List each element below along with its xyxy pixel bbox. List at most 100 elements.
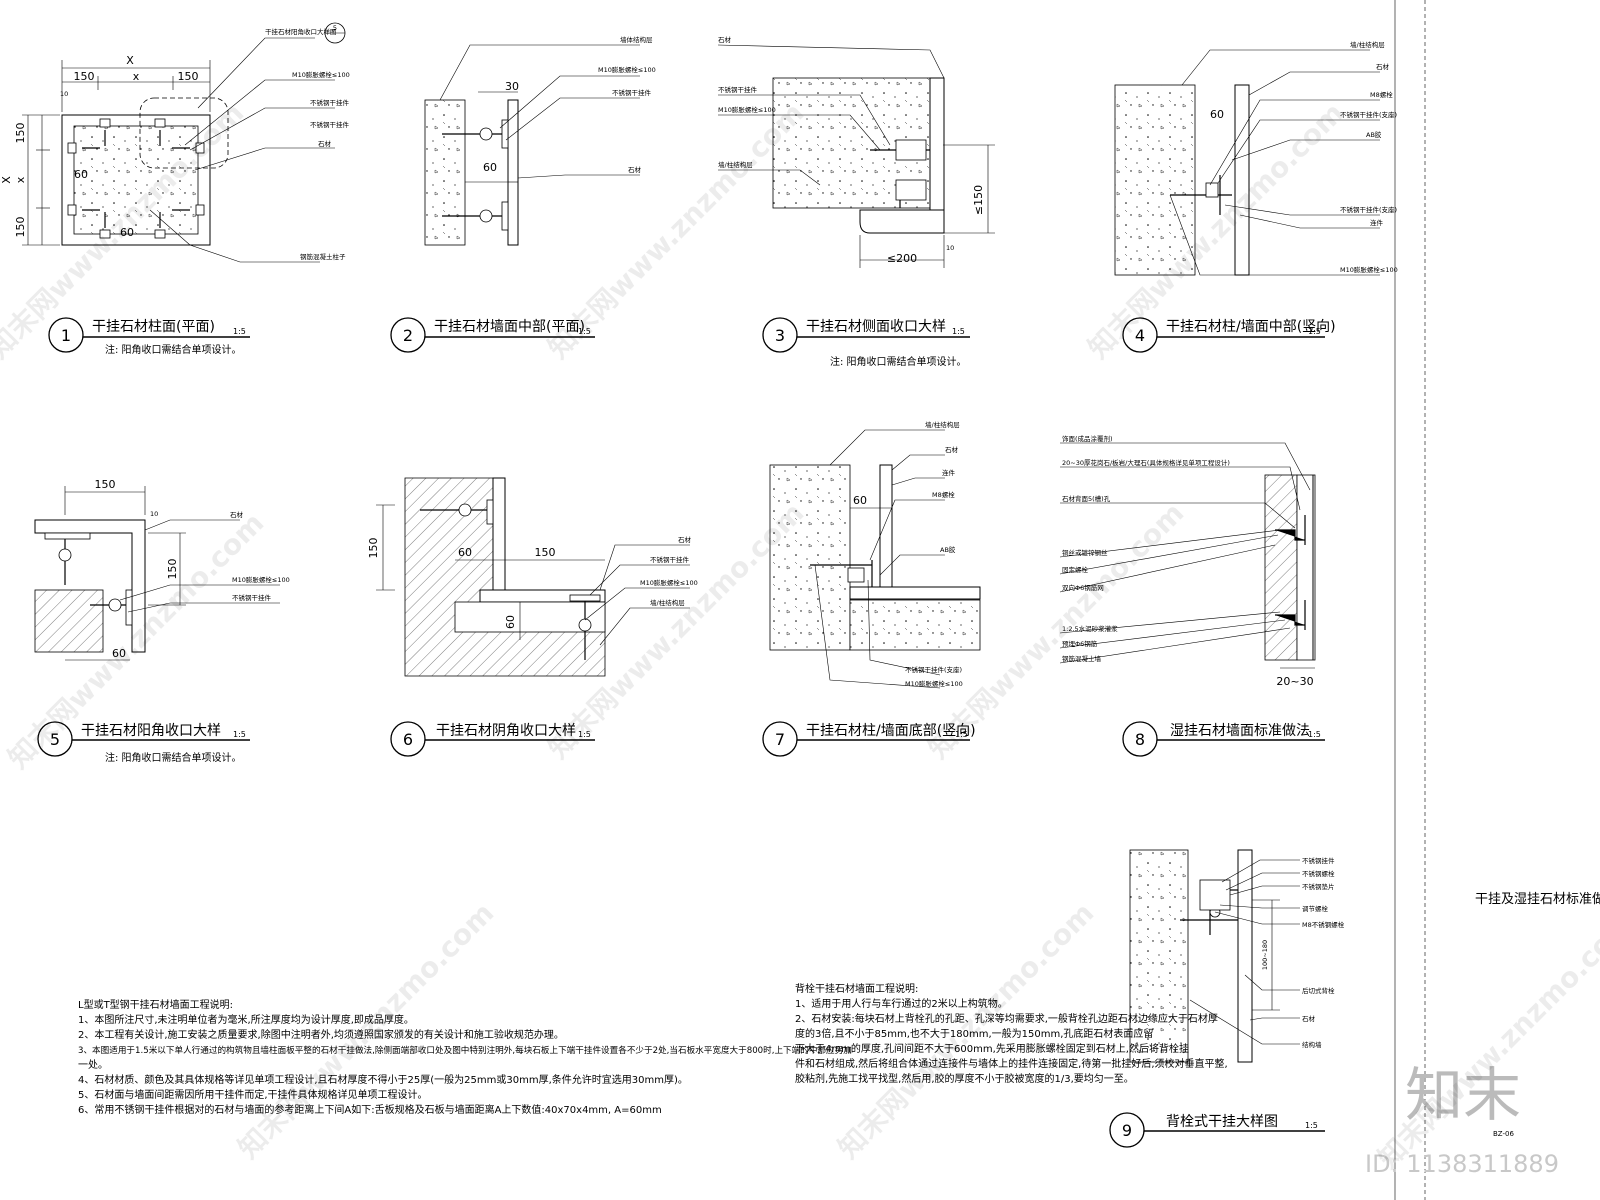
d7-label-ab-glue: AB胶	[940, 545, 956, 554]
notes-mid-title: 背栓干挂石材墙面工程说明:	[795, 982, 918, 995]
notes-left-line-7: 6、常用不锈钢干挂件根据对的石材与墙面的参考距离上下间A如下:舌板规格及石板与墙…	[78, 1103, 662, 1116]
d9-label-back-bolt: 后切式背栓	[1302, 986, 1335, 995]
d2-label-wall: 墙体结构层	[620, 35, 653, 44]
title-block-6: 6 干挂石材阴角收口大样 1:5	[390, 721, 595, 757]
detail-1-number: 1	[61, 326, 71, 345]
d1-label-bolt: M10膨胀螺栓≤100	[292, 70, 350, 79]
title-block-5: 5 干挂石材阳角收口大样 1:5 注: 阳角收口需结合单项设计。	[37, 721, 250, 764]
notes-mid-line-3: 度的3倍,且不小于85mm,也不大于180mm,一般为150mm,孔底距石材表面…	[795, 1027, 1153, 1040]
d2-label-hanger: 不锈钢干挂件	[612, 88, 652, 97]
d2-dim-30: 30	[505, 80, 519, 93]
detail-9-number: 9	[1122, 1121, 1132, 1140]
detail-number-circle	[1122, 721, 1158, 757]
d6-label-hanger: 不锈钢干挂件	[650, 555, 690, 564]
d5-dim-60: 60	[112, 647, 126, 660]
d3-label-wall: 墙/柱结构层	[718, 160, 753, 169]
d8-label-wire: 铜丝或镀锌钢丝	[1062, 548, 1108, 557]
d6-dim-150: 150	[367, 538, 380, 559]
d1-callout-number: 5	[333, 24, 337, 32]
detail-8-drawing	[1059, 442, 1316, 669]
detail-number-circle	[1109, 1112, 1145, 1148]
d7-label-hanger: 不锈钢干挂件(支座)	[905, 665, 962, 674]
d8-label-grout: 1:2.5水泥砂浆灌浆	[1062, 624, 1118, 633]
d3-dim-10: 10	[946, 244, 954, 252]
d3-label-hanger: 不锈钢干挂件	[718, 85, 758, 94]
d3-dim-150: ≤150	[972, 185, 985, 215]
d9-label-ss-bolt: 不锈钢螺栓	[1302, 869, 1335, 878]
d7-label-bolt: M10膨胀螺栓≤100	[905, 679, 963, 688]
d8-dim-2030: 20~30	[1276, 675, 1313, 688]
d1-label-column: 钢筋混凝土柱子	[300, 252, 346, 261]
notes-mid: 背栓干挂石材墙面工程说明: 1、适用于用人行与车行通过的2米以上构筑物。 2、石…	[795, 982, 1228, 1085]
d7-label-stone: 石材	[945, 445, 959, 454]
notes-left-line-3: 3、本图适用于1.5米以下单人行通过的构筑物且墙柱面板平整的石材干挂做法,除侧面…	[78, 1044, 852, 1056]
detail-1-drawing	[22, 22, 346, 263]
notes-left: L型或T型钢干挂石材墙面工程说明: 1、本图所注尺寸,未注明单位者为毫米,所注厚…	[78, 998, 852, 1116]
detail-2-scale: 1:5	[578, 327, 591, 336]
notes-mid-line-4: 下大于4mm的厚度,孔间间距不大于600mm,先采用膨胀螺栓固定到石材上,然后将…	[795, 1042, 1189, 1055]
detail-6-title: 干挂石材阴角收口大样	[436, 723, 576, 739]
d4-label-wall: 墙/柱结构层	[1350, 40, 1385, 49]
detail-3-scale: 1:5	[952, 327, 965, 336]
d4-label-hanger-a: 不锈钢干挂件(支座)	[1340, 110, 1397, 119]
detail-4-number: 4	[1135, 326, 1145, 345]
d9-label-washer: 不锈钢垫片	[1302, 882, 1335, 891]
detail-number-circle	[390, 317, 426, 353]
d7-dim-60: 60	[853, 494, 867, 507]
d8-label-fix-bolt: 固定螺栓	[1062, 565, 1089, 574]
notes-left-line-4: 一处。	[78, 1059, 108, 1071]
d3-dim-200: ≤200	[887, 252, 917, 265]
d5-dim-150: 150	[95, 478, 116, 491]
d1-dim-x: x	[133, 70, 140, 83]
d4-label-hanger-b: 不锈钢干挂件(支座)	[1340, 205, 1397, 214]
notes-mid-line-6: 胶粘剂,先施工找平找型,然后用,胶的厚度不小于胶被宽度的1/3,要均匀一至。	[795, 1072, 1134, 1085]
logo-text: 知末	[1405, 1061, 1521, 1129]
d1-dim-60b: 60	[120, 226, 134, 239]
d5-label-hanger: 不锈钢干挂件	[232, 593, 272, 602]
d4-label-bolt: M10膨胀螺栓≤100	[1340, 265, 1398, 274]
d7-label-connector: 连件	[942, 468, 956, 477]
d4-label-stone: 石材	[1376, 62, 1390, 71]
detail-number-circle	[1122, 317, 1158, 353]
notes-mid-line-5: 件和石材组成,然后将组合体通过连接件与墙体上的挂件连接固定,待第一批挂好后,须校…	[795, 1057, 1228, 1070]
d4-label-connector: 连件	[1370, 218, 1384, 227]
notes-left-line-2: 2、本工程有关设计,施工安装之质量要求,除图中注明者外,均须遵照国家颁发的有关设…	[78, 1028, 564, 1041]
detail-7-title: 干挂石材柱/墙面底部(竖向)	[806, 723, 976, 739]
sheet-side-title: 干挂及湿挂石材标准做法	[1475, 892, 1600, 907]
detail-3-number: 3	[775, 326, 785, 345]
d5-label-bolt: M10膨胀螺栓≤100	[232, 575, 290, 584]
d2-label-bolt: M10膨胀螺栓≤100	[598, 65, 656, 74]
notes-left-line-6: 5、石材面与墙面间距需因所用干挂件而定,干挂件具体规格详见单项工程设计。	[78, 1088, 428, 1101]
d8-label-rc-wall: 钢筋混凝土墙	[1062, 654, 1102, 663]
d5-label-stone: 石材	[230, 510, 244, 519]
d1-dim-150a: 150	[74, 70, 95, 83]
d6-label-bolt: M10膨胀螺栓≤100	[640, 578, 698, 587]
image-id: ID: 1138311889	[1365, 1150, 1559, 1178]
d9-label-stone: 石材	[1302, 1014, 1316, 1023]
drawing-code: BZ-06	[1493, 1130, 1514, 1138]
d3-label-stone: 石材	[718, 35, 732, 44]
d6-label-wall: 墙/柱结构层	[650, 598, 685, 607]
d1-dim-v150a: 150	[14, 123, 27, 144]
d8-label-rebar: 预埋Φ6钢筋	[1062, 639, 1098, 648]
d1-dim-150b: 150	[178, 70, 199, 83]
detail-2-drawing	[424, 44, 640, 246]
d8-label-mesh: 双向Φ6钢筋网	[1062, 583, 1104, 592]
notes-left-line-5: 4、石材材质、颜色及其具体规格等详见单项工程设计,且石材厚度不得小于25厚(一般…	[78, 1073, 688, 1086]
detail-7-drawing	[769, 429, 981, 689]
detail-number-circle	[48, 317, 84, 353]
detail-number-circle	[762, 317, 798, 353]
d1-label-stone: 石材	[318, 139, 332, 148]
detail-8-title: 湿挂石材墙面标准做法	[1170, 723, 1310, 739]
detail-5-drawing	[34, 486, 280, 661]
title-block-3: 3 干挂石材侧面收口大样 1:5 注: 阳角收口需结合单项设计。	[762, 317, 970, 368]
title-block-7: 7 干挂石材柱/墙面底部(竖向) 1:5	[762, 721, 976, 757]
detail-number-circle	[762, 721, 798, 757]
detail-3-note: 注: 阳角收口需结合单项设计。	[830, 355, 967, 368]
d1-label-hanger-a: 不锈钢干挂件	[310, 98, 350, 107]
watermark: 知末网www.znzmo.com	[1372, 906, 1600, 1175]
d2-label-stone: 石材	[628, 165, 642, 174]
d9-dim: 100~180	[1261, 940, 1269, 970]
d7-label-m8: M8螺栓	[932, 490, 955, 499]
detail-5-number: 5	[50, 730, 60, 749]
